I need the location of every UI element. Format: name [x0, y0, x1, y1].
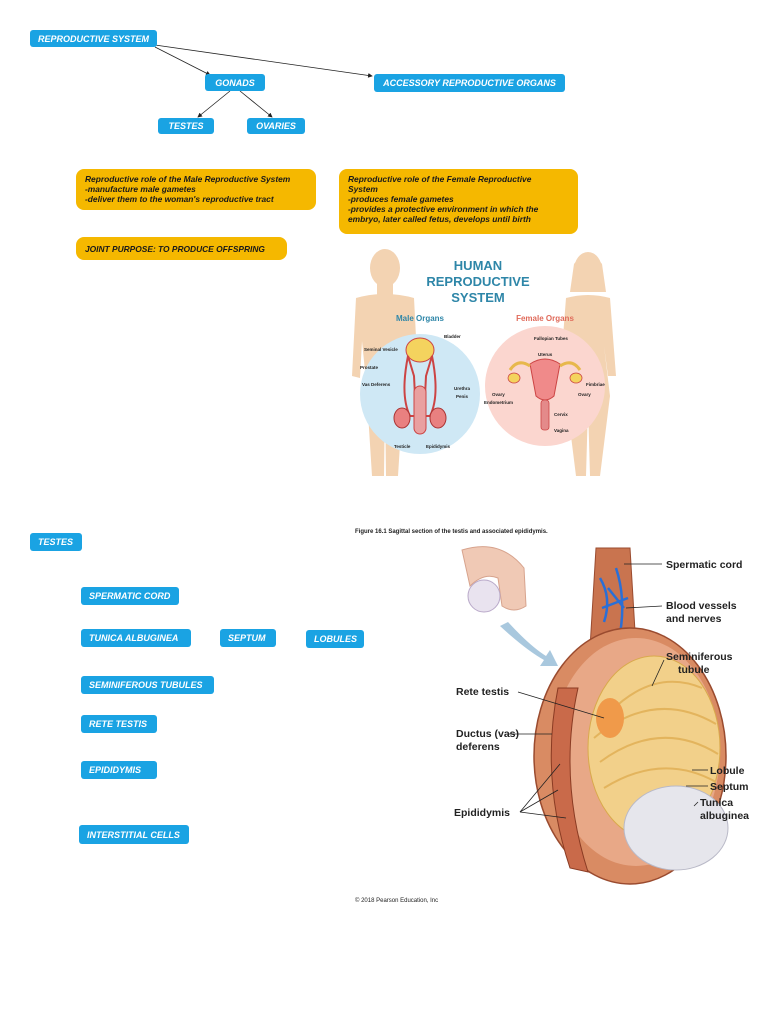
female-role-box: Reproductive role of the Female Reproduc… [339, 169, 578, 234]
lobule-septa-drawing [593, 680, 719, 789]
rete-testis-drawing [596, 698, 624, 738]
male-organs-heading: Male Organs [396, 314, 445, 323]
female-label: Vagina [554, 428, 569, 433]
figure-title-line: HUMAN [454, 258, 502, 273]
male-label: Testicle [394, 444, 411, 449]
lobules-box: LOBULES [306, 630, 364, 648]
female-label: Cervix [554, 412, 568, 417]
female-role-line: System [348, 184, 378, 194]
gonads-box: GONADS [205, 74, 265, 91]
reproductive-system-box: REPRODUCTIVE SYSTEM [30, 30, 157, 47]
rete-testis-box: RETE TESTIS [81, 715, 157, 733]
female-label: Endometrium [484, 400, 513, 405]
male-label: Vas Deferens [362, 382, 391, 387]
figure-title-line: REPRODUCTIVE [426, 274, 530, 289]
female-organ-labels: Fallopian Tubes Uterus Fimbriae Ovary Ov… [484, 336, 605, 433]
female-role-line: -provides a protective environment in wh… [348, 204, 539, 214]
male-role-line: -manufacture male gametes [85, 184, 196, 194]
male-label: Bladder [444, 334, 461, 339]
label-seminiferous-tubule: tubule [678, 664, 710, 676]
male-role-line: Reproductive role of the Male Reproducti… [85, 174, 291, 184]
testes-box: TESTES [158, 118, 214, 134]
male-label: Prostate [360, 365, 379, 370]
male-organ-labels: Bladder Seminal Vesicle Prostate Vas Def… [360, 334, 471, 449]
label-rete-testis: Rete testis [456, 686, 509, 698]
label-seminiferous-tubule: Seminiferous [666, 651, 733, 663]
epididymis-box: EPIDIDYMIS [81, 761, 157, 779]
tunica-albuginea-box: TUNICA ALBUGINEA [81, 629, 191, 647]
joint-purpose-box: JOINT PURPOSE: TO PRODUCE OFFSPRING [76, 237, 287, 260]
testis-sagittal-figure: Spermatic cord Blood vessels and nerves … [454, 546, 749, 885]
female-role-line: -produces female gametes [348, 194, 454, 204]
label-septum: Septum [710, 781, 749, 793]
interstitial-cells-box: INTERSTITIAL CELLS [79, 825, 189, 844]
label-ductus-deferens: Ductus (vas) [456, 728, 519, 740]
female-organs-heading: Female Organs [516, 314, 574, 323]
female-role-line: Reproductive role of the Female Reproduc… [348, 174, 532, 184]
male-label: Urethra [454, 386, 471, 391]
female-label: Fimbriae [586, 382, 605, 387]
male-organs-drawing [393, 337, 447, 435]
female-label: Fallopian Tubes [534, 336, 568, 341]
accessory-organs-box: ACCESSORY REPRODUCTIVE ORGANS [374, 74, 565, 92]
testis-figure-caption: Figure 16.1 Sagittal section of the test… [355, 529, 548, 535]
inset-scrotum-drawing [461, 546, 527, 613]
figure-title-line: SYSTEM [451, 290, 504, 305]
ovaries-box: OVARIES [247, 118, 305, 134]
female-label: Uterus [538, 352, 553, 357]
female-organs-drawing [507, 358, 583, 431]
label-epididymis: Epididymis [454, 807, 510, 819]
label-spermatic-cord: Spermatic cord [666, 559, 742, 571]
epididymis-drawing [550, 687, 589, 873]
male-label: Penis [456, 394, 469, 399]
male-label: Seminal Vesicle [364, 347, 398, 352]
testis-leader-lines [508, 563, 708, 819]
copyright-text: © 2018 Pearson Education, Inc [355, 898, 439, 904]
tunica-albuginea-drawing [623, 785, 729, 871]
testis-labels: Spermatic cord Blood vessels and nerves … [454, 559, 749, 822]
spermatic-cord-box: SPERMATIC CORD [81, 587, 179, 605]
female-label: Ovary [578, 392, 591, 397]
male-role-box: Reproductive role of the Male Reproducti… [76, 169, 316, 210]
inset-arrow [500, 622, 558, 666]
label-lobule: Lobule [710, 765, 745, 777]
blood-vessels-drawing [598, 567, 629, 635]
concept-map-connectors [154, 44, 373, 118]
female-role-line: embryo, later called fetus, develops unt… [348, 214, 531, 224]
male-label: Epididymis [426, 444, 451, 449]
human-reproductive-system-figure: HUMAN REPRODUCTIVE SYSTEM Male Organs Fe… [352, 249, 616, 476]
label-blood-vessels: and nerves [666, 613, 722, 625]
label-ductus-deferens: deferens [456, 741, 500, 753]
joint-purpose-text: JOINT PURPOSE: TO PRODUCE OFFSPRING [85, 243, 265, 254]
label-tunica-albuginea: Tunica [700, 797, 733, 809]
male-role-line: -deliver them to the woman's reproductiv… [85, 194, 274, 204]
label-blood-vessels: Blood vessels [666, 600, 737, 612]
seminiferous-tubules-box: SEMINIFEROUS TUBULES [81, 676, 214, 694]
female-label: Ovary [492, 392, 505, 397]
testes-heading-box: TESTES [30, 533, 82, 551]
label-tunica-albuginea: albuginea [700, 810, 749, 822]
septum-box: SEPTUM [220, 629, 276, 647]
